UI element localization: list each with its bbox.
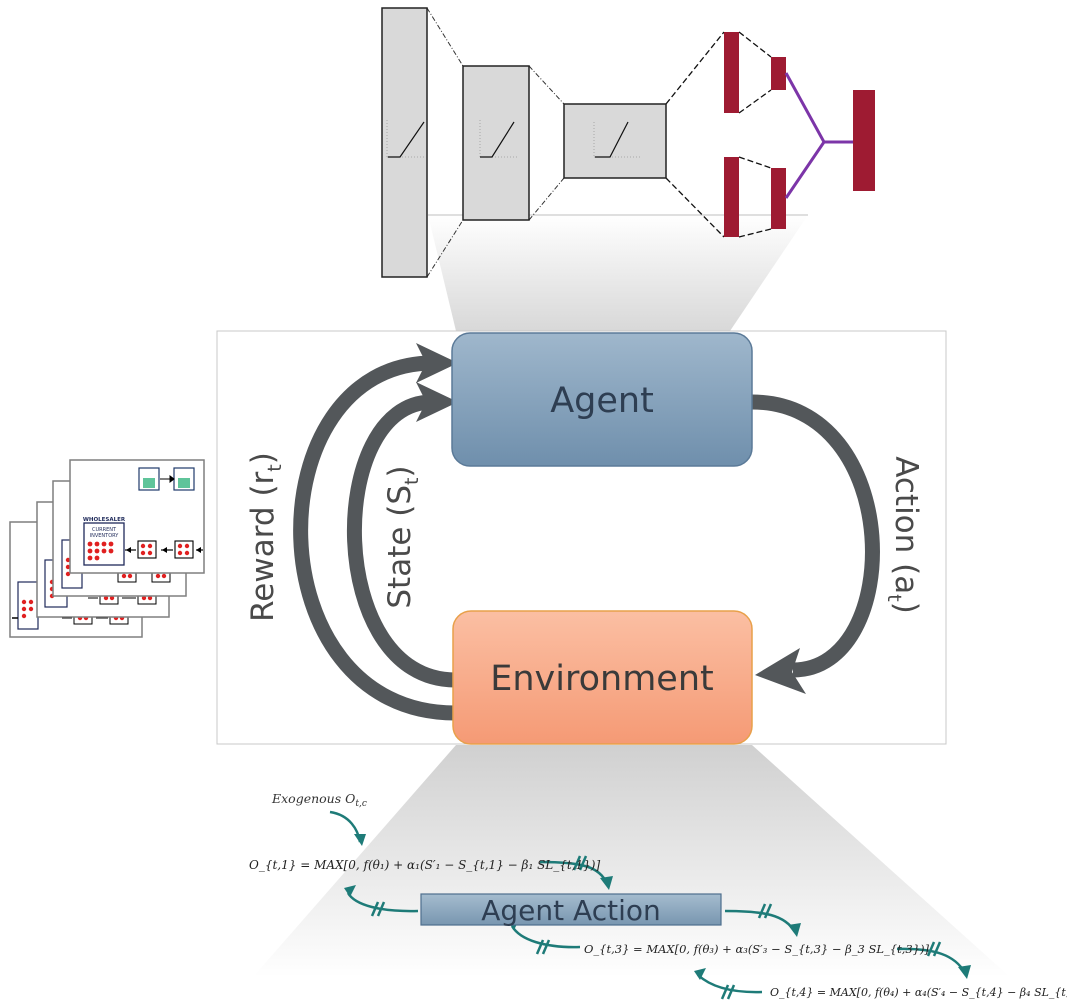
dense-connectors <box>665 31 772 238</box>
action-label: Action (at) <box>883 456 924 614</box>
delay-marks <box>370 855 942 1000</box>
action-to-left-arrow <box>346 892 419 913</box>
equations-panel: Exogenous Ot,c O_{t,1} = <box>249 791 1067 1000</box>
equation-4: O_{t,4} = MAX[0, f(θ₄) + α₄(S′₄ − S_{t,4… <box>770 986 1067 999</box>
agent-action-button: Agent Action <box>420 893 722 927</box>
wholesaler-title: WHOLESALER <box>83 517 126 523</box>
equation-1: O_{t,1} = MAX[0, f(θ₁) + α₁(S′₁ − S_{t,1… <box>249 858 600 872</box>
layer-connectors <box>426 7 565 278</box>
agent-node: Agent <box>451 332 753 467</box>
equation-3: O_{t,3} = MAX[0, f(θ₃) + α₃(S′₃ − S_{t,3… <box>584 942 930 956</box>
action-arrow <box>751 394 880 694</box>
rl-loop-panel: Agent Environment Reward (rt) State (St)… <box>216 330 947 745</box>
agent-action-label: Agent Action <box>481 894 660 927</box>
game-card-front: WHOLESALER CURRENT INVENTORY <box>69 459 205 574</box>
exogenous-arrow <box>329 810 362 843</box>
dense-unit <box>724 157 739 237</box>
neural-network <box>381 7 875 278</box>
eq4-to-left-arrow <box>697 974 763 994</box>
agent-label: Agent <box>550 381 654 421</box>
dense-unit <box>771 168 786 229</box>
state-label: State (St) <box>382 465 423 608</box>
exogenous-label: Exogenous Ot,c <box>271 791 367 809</box>
conv-layer-2 <box>462 65 530 221</box>
environment-node: Environment <box>452 610 753 745</box>
merge-line <box>784 72 826 199</box>
state-arrow <box>346 382 458 688</box>
dense-unit <box>724 32 739 113</box>
reward-arrow <box>293 343 458 721</box>
eq3-to-left-arrow <box>510 925 581 949</box>
output-unit <box>853 90 875 191</box>
environment-label: Environment <box>490 659 713 699</box>
reward-label: Reward (rt) <box>245 452 286 622</box>
beer-game-cards: WHOLESALER CURRENT INVENTORY <box>9 459 205 638</box>
current-label: CURRENT <box>92 527 117 533</box>
conv-layer-3 <box>563 103 667 179</box>
dense-units <box>724 32 875 237</box>
conv-layer-1 <box>381 7 428 278</box>
dense-unit <box>771 57 786 90</box>
inventory-dots <box>87 541 114 561</box>
inventory-label: INVENTORY <box>90 533 120 539</box>
funnel-top <box>428 214 808 331</box>
